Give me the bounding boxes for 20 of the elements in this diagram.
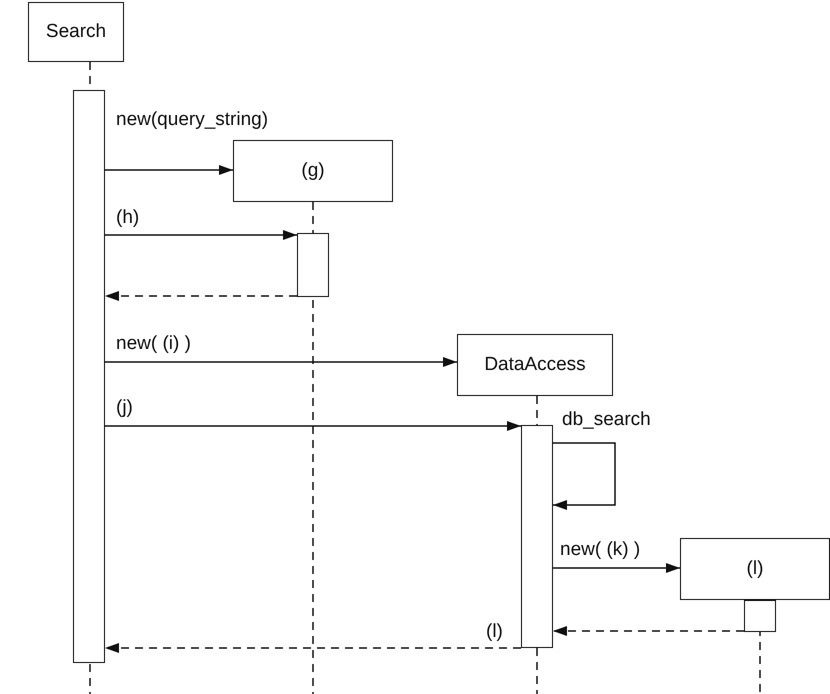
arrow [553, 563, 680, 573]
activation-bar [73, 90, 105, 663]
edge-label: (j) [114, 398, 135, 419]
return-arrow [105, 291, 297, 301]
lifeline-head-box: (g) [233, 140, 393, 202]
self-arrow [553, 442, 616, 510]
lifeline-head-box: DataAccess [457, 334, 613, 396]
lifeline-head-box: (l) [680, 538, 830, 600]
activation-bar [297, 233, 329, 297]
lifeline-head-box: Search [28, 2, 124, 62]
activation-bar [744, 600, 776, 632]
arrow [105, 230, 297, 240]
arrow [105, 357, 457, 367]
edge-label: (l) [484, 622, 505, 643]
activation-bar [521, 425, 553, 648]
edge-label: new( (i) ) [114, 334, 193, 355]
arrow [105, 165, 233, 175]
return-arrow [553, 626, 744, 636]
return-arrow [105, 643, 521, 653]
arrow [105, 421, 521, 431]
